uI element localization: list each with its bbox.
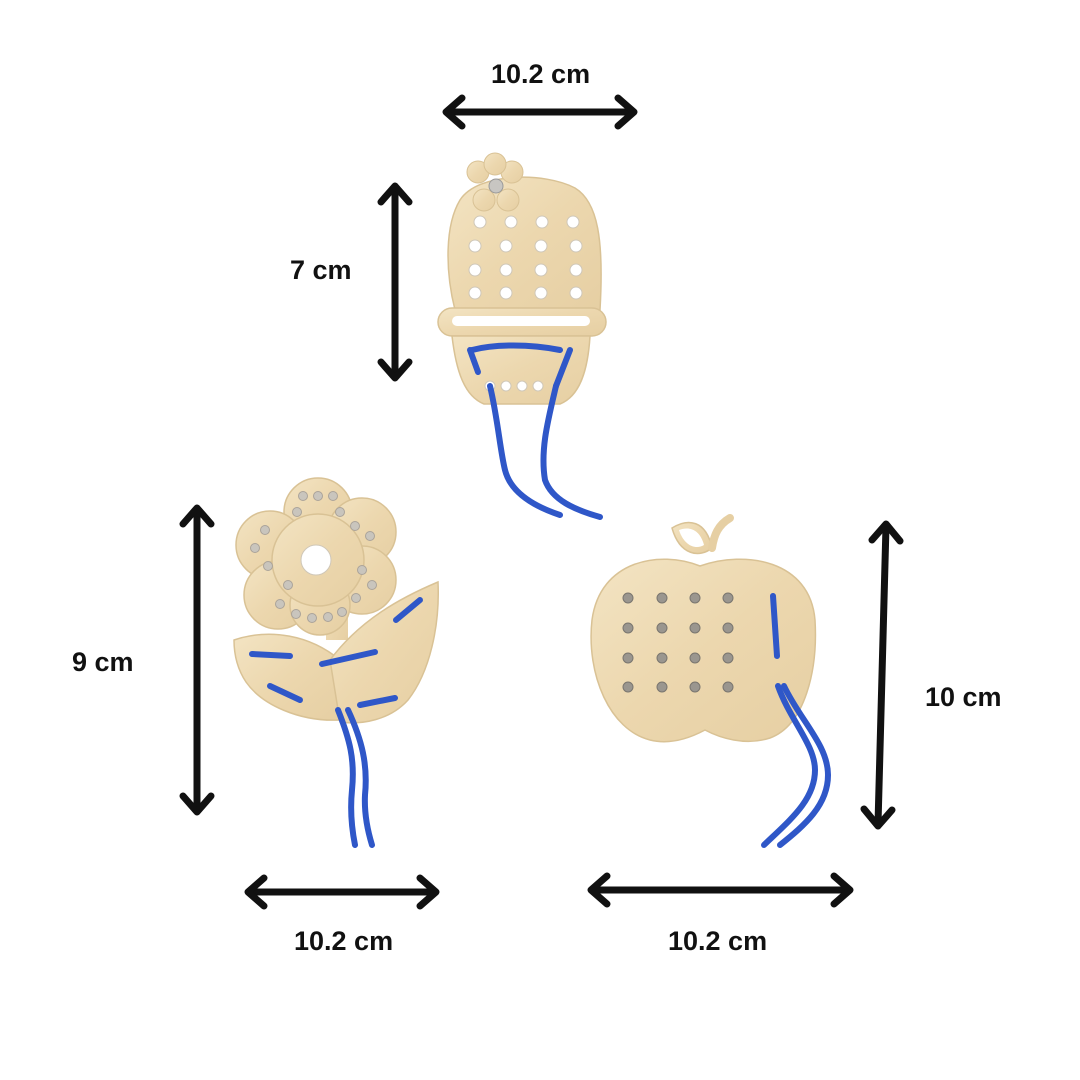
cactus-width-label: 10.2 cm: [491, 59, 591, 89]
flower-lacing-toy: [233, 477, 439, 848]
apple-lacing-toy: [590, 514, 832, 848]
cactus-flower-icon: [466, 152, 524, 212]
cactus-lace: [467, 342, 603, 520]
apple-width-arrow: [587, 872, 854, 908]
cactus-lacing-toy: [437, 152, 607, 520]
flower-width-label: 10.2 cm: [294, 926, 394, 956]
apple-height-arrow: [860, 520, 904, 830]
apple-lace: [761, 593, 832, 848]
apple-width-label: 10.2 cm: [668, 926, 768, 956]
flower-height-arrow: [179, 504, 215, 816]
cactus-height-arrow: [377, 182, 413, 382]
flower-lace: [249, 597, 423, 848]
cactus-width-arrow: [442, 94, 638, 130]
flower-height-label: 9 cm: [72, 647, 134, 677]
flower-width-arrow: [244, 874, 440, 910]
apple-height-label: 10 cm: [925, 682, 1002, 712]
cactus-height-label: 7 cm: [290, 255, 352, 285]
